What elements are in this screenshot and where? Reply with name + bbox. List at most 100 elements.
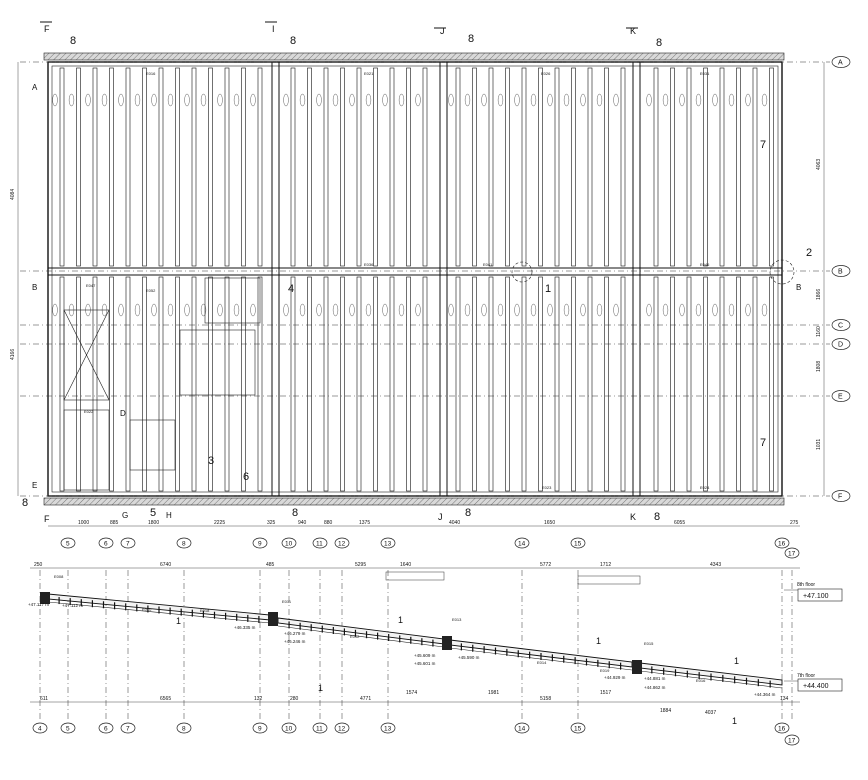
section-mark-k-bottom: K <box>630 512 636 522</box>
grid-col-label: 14 <box>518 541 526 548</box>
grid-col-label: 13 <box>384 541 392 548</box>
callout-6: 6 <box>243 471 249 483</box>
elev-11: +44.862 m <box>644 685 666 690</box>
plan-dim-text: 2225 <box>214 520 225 526</box>
plan-dim-text: 1375 <box>359 520 370 526</box>
section-mark-f-bottom: F <box>44 514 50 524</box>
section-grid-bubble: 8 <box>176 722 192 734</box>
section-grid-bubble: 4 <box>32 722 48 734</box>
floor-level-markers: 8th floor +47.100 7th floor +44.400 <box>784 582 843 692</box>
grid-row-label: E <box>838 394 843 401</box>
section-bottom-dim-text: 4771 <box>360 696 371 702</box>
section-grid-label: 15 <box>574 726 582 733</box>
plan-right-dimensions: 4063 1866 1160 1808 1031 <box>816 62 825 496</box>
plan-inner-outline <box>51 65 779 493</box>
sec-tag-10: E019 <box>600 668 610 673</box>
callout-8-f: 8 <box>292 507 298 519</box>
grid-col-bubble: 12 <box>334 537 350 549</box>
beam-tag-e031: E031 <box>700 71 710 76</box>
slope-mark-1: 1 <box>176 616 181 626</box>
section-mark-k-top: K <box>630 26 636 36</box>
grid-col-bubble: 7 <box>120 537 136 549</box>
section-grid-bubble: 17 <box>784 734 800 746</box>
plan-dim-text: 275 <box>790 520 799 526</box>
dim-right-4: 1808 <box>816 361 822 372</box>
section-grid-label: 14 <box>518 726 526 733</box>
grid-col-label: 7 <box>126 541 130 548</box>
grid-row-bubble: F <box>831 490 851 502</box>
dim-right-5: 1031 <box>816 439 822 450</box>
callout-8-g: 8 <box>465 507 471 519</box>
beam-tag-e047: E047 <box>86 283 96 288</box>
main-beam-b <box>47 267 783 276</box>
beam-tag-e022: E022 <box>84 409 94 414</box>
dim-right-2: 1866 <box>816 289 822 300</box>
slope-mark-2: 1 <box>398 615 403 625</box>
plan-dim-text: 1000 <box>78 520 89 526</box>
grid-row-label: C <box>838 323 843 330</box>
beam-tag-e046: E046 <box>700 262 710 267</box>
plan-dim-text: 940 <box>298 520 307 526</box>
sec-tag-1: E008 <box>54 574 64 579</box>
callout-5: 5 <box>150 507 156 519</box>
grid-col-label: 8 <box>182 541 186 548</box>
plan-dim-text: 325 <box>267 520 276 526</box>
grid-col-label: 5 <box>66 541 70 548</box>
section-bottom-dim-text: 6565 <box>160 696 171 702</box>
callout-7-a: 7 <box>760 139 766 151</box>
grid-col-label: 16 <box>778 541 786 548</box>
section-bottom-dim-text: 280 <box>290 696 299 702</box>
grid-col-label: 9 <box>258 541 262 548</box>
callout-8-a: 8 <box>70 35 76 47</box>
slope-mark-4: 1 <box>734 656 739 666</box>
section-grid-bubble: 11 <box>312 722 328 734</box>
section-grid-bubble: 9 <box>252 722 268 734</box>
elev-7: +45.601 m <box>414 661 436 666</box>
elev-3: +46.335 m <box>234 625 256 630</box>
grid-col-label: 12 <box>338 541 346 548</box>
dim-left-1: 4084 <box>10 189 16 200</box>
section-bottom-dim-text: 1981 <box>488 690 499 696</box>
row-mark-b-left: B <box>32 283 37 292</box>
section-bottom-dim-text: 5158 <box>540 696 551 702</box>
beam-tag-e024: E024 <box>700 485 710 490</box>
slope-mark-6: 1 <box>732 716 737 726</box>
section-grid-bubble: 5 <box>60 722 76 734</box>
section-top-dim-text: 1712 <box>600 562 611 568</box>
section-grid-bubble: 16 <box>774 722 790 734</box>
section-grid-bubble: 7 <box>120 722 136 734</box>
callout-1: 1 <box>545 283 551 295</box>
callout-8-d: 8 <box>656 37 662 49</box>
row-mark-e-left: E <box>32 481 37 490</box>
section-top-dim-text: 1640 <box>400 562 411 568</box>
section-bottom-dim-text: 4037 <box>705 710 716 716</box>
grid-col-bubble: 10 <box>281 537 297 549</box>
sec-tag-3: E011 <box>282 599 292 604</box>
section-grid-label: 13 <box>384 726 392 733</box>
grid-row-bubble: E <box>831 390 851 402</box>
plan-dim-text: 6055 <box>674 520 685 526</box>
callout-8-e: 8 <box>22 497 28 509</box>
callout-2: 2 <box>806 247 812 259</box>
row-mark-b-right: B <box>796 283 801 292</box>
ramp-segments <box>47 593 783 689</box>
grid-row-bubble: A <box>831 56 851 68</box>
grid-col-bubble: 14 <box>514 537 530 549</box>
section-bottom-dim-text: 132 <box>254 696 263 702</box>
elev-12: +44.364 m <box>754 692 776 697</box>
callout-8-c: 8 <box>468 33 474 45</box>
plan-dim-text: 1650 <box>544 520 555 526</box>
section-grid-label: 16 <box>778 726 786 733</box>
section-grid-label: 10 <box>285 726 293 733</box>
slope-mark-3: 1 <box>596 636 601 646</box>
elevation-labels: +47.117 m +47.112 m +46.335 m +46.279 m … <box>28 602 776 697</box>
section-grid-bubble: 13 <box>380 722 396 734</box>
grid-col-label: 11 <box>316 541 323 548</box>
grid-row-label: A <box>838 60 843 67</box>
section-mark-d: D <box>120 409 126 418</box>
